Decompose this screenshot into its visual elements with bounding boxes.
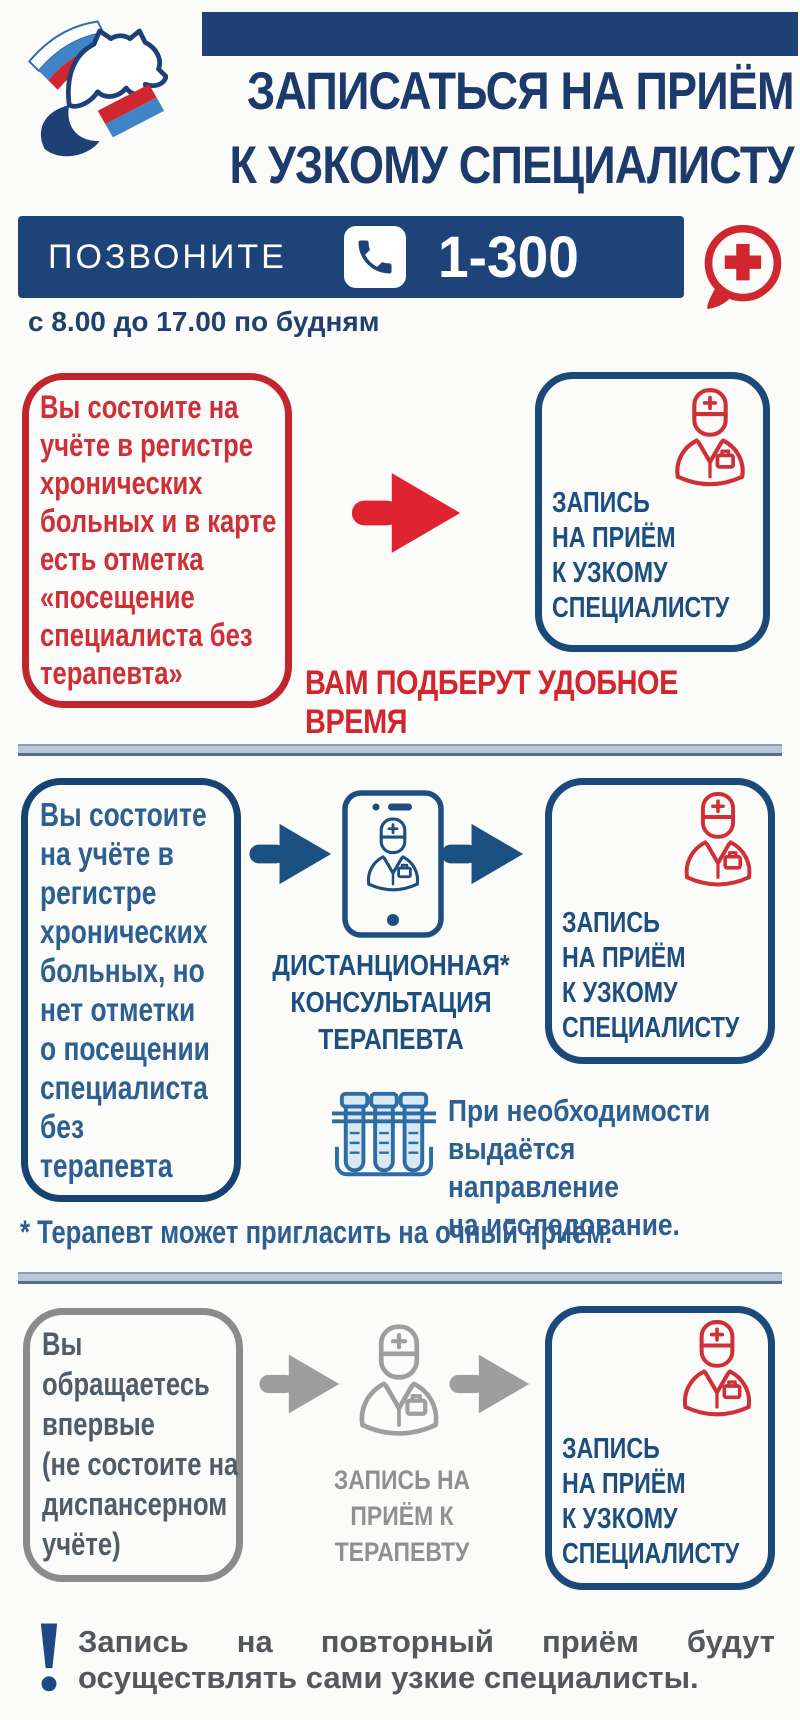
doctor-icon	[678, 790, 758, 890]
bottom-note-line-1: Запись на повторный приём будут	[78, 1624, 775, 1659]
section-divider	[18, 744, 782, 756]
smartphone-doctor-icon	[340, 788, 446, 940]
condition-text-3: Вы обращаетесь впервые (не состоите на д…	[42, 1326, 239, 1562]
condition-text-1: Вы состоите на учёте в регистре хроничес…	[40, 389, 277, 691]
united-russia-logo	[28, 20, 168, 157]
flow-arrow-icon	[248, 820, 334, 888]
medical-cross-bubble-icon	[698, 222, 786, 310]
section-1-caption: ВАМ ПОДБЕРУТ УДОБНОЕ ВРЕМЯ	[305, 664, 678, 741]
doctor-icon	[668, 386, 752, 490]
doctor-icon	[676, 1318, 758, 1420]
remote-consult-label: ДИСТАНЦИОННАЯ* КОНСУЛЬТАЦИЯ ТЕРАПЕВТА	[272, 950, 510, 1056]
condition-box-1	[22, 373, 292, 708]
header-bar	[202, 12, 798, 56]
result-box-1	[535, 372, 770, 652]
test-tubes-icon	[328, 1086, 440, 1186]
result-box-3	[545, 1306, 775, 1590]
working-hours: с 8.00 до 17.00 по будням	[28, 306, 380, 337]
phone-number: 1-300	[438, 224, 579, 290]
result-box-2	[545, 778, 775, 1064]
flow-arrow-icon	[440, 820, 526, 888]
flow-arrow-icon	[350, 466, 464, 560]
flow-arrow-icon	[258, 1350, 342, 1418]
exclamation-icon	[36, 1622, 62, 1692]
call-banner-label: ПОЗВОНИТЕ	[48, 237, 287, 276]
phone-icon-badge	[344, 226, 406, 288]
therapist-doctor-icon	[352, 1322, 446, 1440]
title-line-2: К УЗКОМУ СПЕЦИАЛИСТУ	[229, 136, 795, 195]
bottom-note-line-2: осуществлять сами узкие специалисты.	[78, 1660, 699, 1695]
flow-arrow-icon	[448, 1350, 532, 1418]
result-text-3: ЗАПИСЬ НА ПРИЁМ К УЗКОМУ СПЕЦИАЛИСТУ	[562, 1433, 740, 1570]
research-note: При необходимости выдаётся направление н…	[448, 1093, 711, 1242]
condition-box-2	[21, 778, 241, 1202]
therapist-footnote: * Терапевт может пригласить на очный при…	[20, 1214, 613, 1250]
phone-handset-icon	[353, 235, 397, 279]
section-divider	[18, 1272, 782, 1284]
page-title: ЗАПИСАТЬСЯ НА ПРИЁМ К УЗКОМУ СПЕЦИАЛИСТУ	[229, 55, 795, 203]
title-line-1: ЗАПИСАТЬСЯ НА ПРИЁМ	[247, 62, 795, 121]
condition-text-2: Вы состоите на учёте в регистре хроничес…	[40, 796, 210, 1184]
condition-box-3	[23, 1308, 243, 1582]
therapist-visit-label: ЗАПИСЬ НА ПРИЁМ К ТЕРАПЕВТУ	[333, 1465, 471, 1567]
result-text-2: ЗАПИСЬ НА ПРИЁМ К УЗКОМУ СПЕЦИАЛИСТУ	[562, 907, 740, 1044]
result-text-1: ЗАПИСЬ НА ПРИЁМ К УЗКОМУ СПЕЦИАЛИСТУ	[552, 487, 730, 624]
